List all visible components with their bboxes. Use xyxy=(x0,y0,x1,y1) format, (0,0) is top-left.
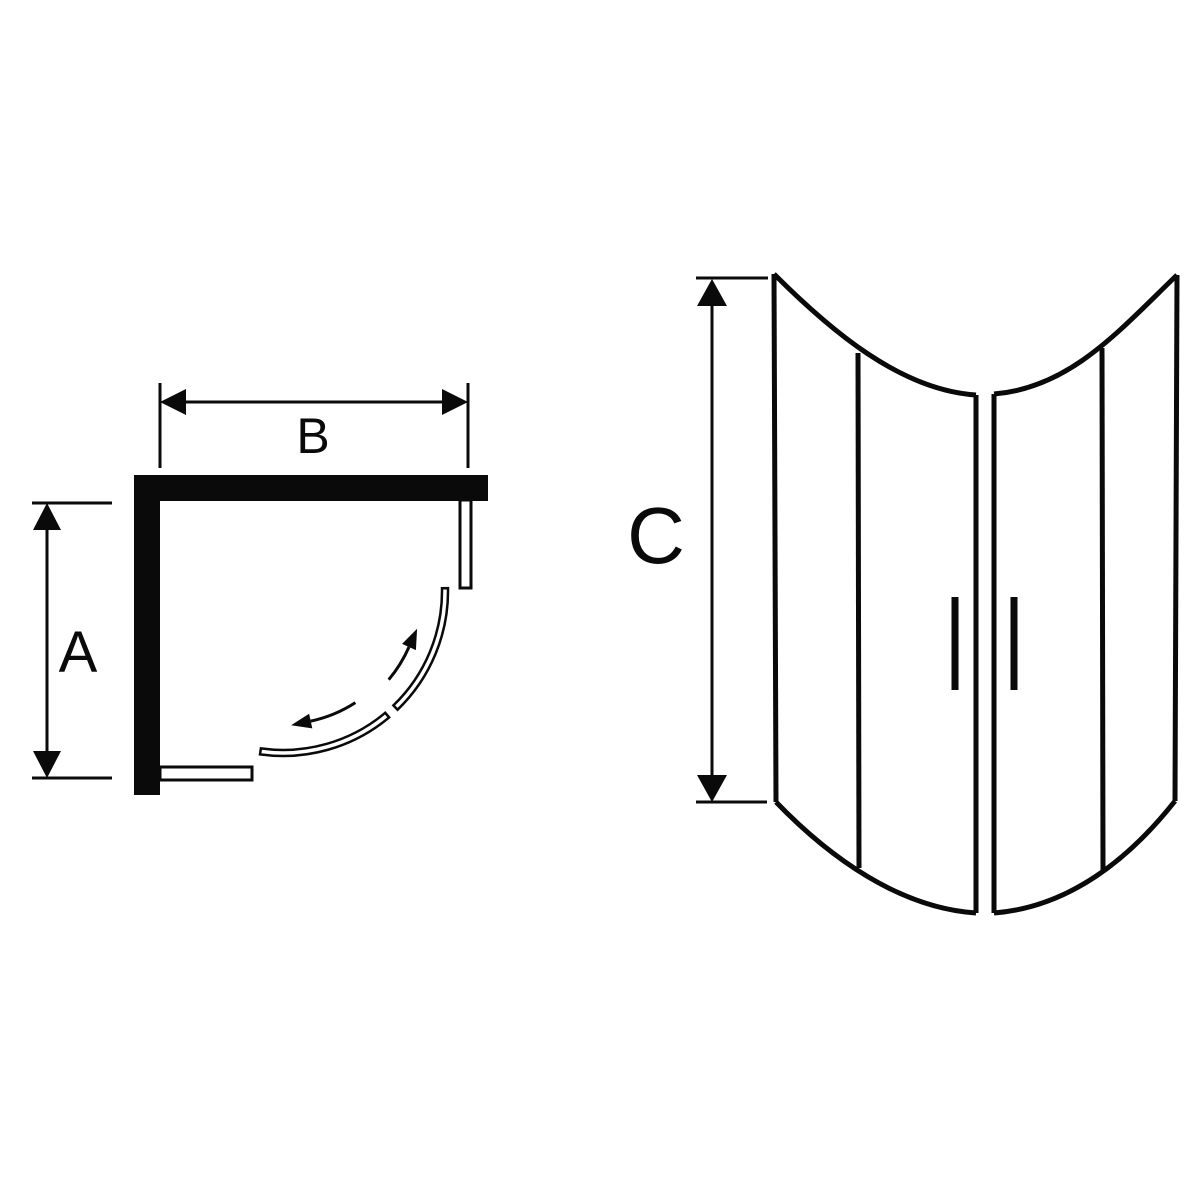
dimension-a-arrowhead-top xyxy=(33,503,61,530)
dimension-c-label: C xyxy=(627,491,685,580)
door-slide-arrow-upper xyxy=(387,628,418,681)
dimension-b: B xyxy=(158,383,470,468)
door-slide-arrow-lower xyxy=(291,701,357,729)
sliding-door-lower-segment xyxy=(258,711,391,758)
sliding-door-upper-segment xyxy=(391,586,450,712)
dimension-a-label: A xyxy=(59,620,98,685)
right-panel-division xyxy=(1099,347,1106,871)
fixed-panel-right xyxy=(458,498,473,590)
dimension-c-arrowhead-bottom xyxy=(697,775,727,802)
door-slide-arrow-upper-curve xyxy=(387,646,411,681)
dimension-c-arrowhead-top xyxy=(697,279,727,306)
door-slide-arrow-lower-head xyxy=(291,713,313,729)
door-slide-arrow-upper-head xyxy=(402,628,418,651)
enclosure-front xyxy=(771,272,1180,916)
wall-left xyxy=(134,475,160,795)
right-bottom-curve xyxy=(993,799,1177,916)
door-slide-arrow-lower-curve xyxy=(310,701,357,723)
plan-view: B A xyxy=(32,383,488,795)
right-outer-edge xyxy=(1172,274,1180,802)
right-top-curve xyxy=(993,273,1179,397)
left-top-curve xyxy=(772,272,977,398)
dimension-a: A xyxy=(32,501,112,780)
left-outer-edge xyxy=(771,273,779,803)
front-view: C xyxy=(627,272,1180,916)
dimension-c: C xyxy=(627,276,768,804)
wall-top xyxy=(134,475,488,501)
left-panel-division xyxy=(855,352,862,869)
dimension-a-arrowhead-bottom xyxy=(33,751,61,778)
dimension-b-label: B xyxy=(296,408,329,464)
dimension-b-arrowhead-left xyxy=(160,389,186,415)
dimension-b-arrowhead-right xyxy=(442,389,468,415)
left-bottom-curve xyxy=(774,800,977,916)
fixed-panel-bottom xyxy=(158,765,254,782)
